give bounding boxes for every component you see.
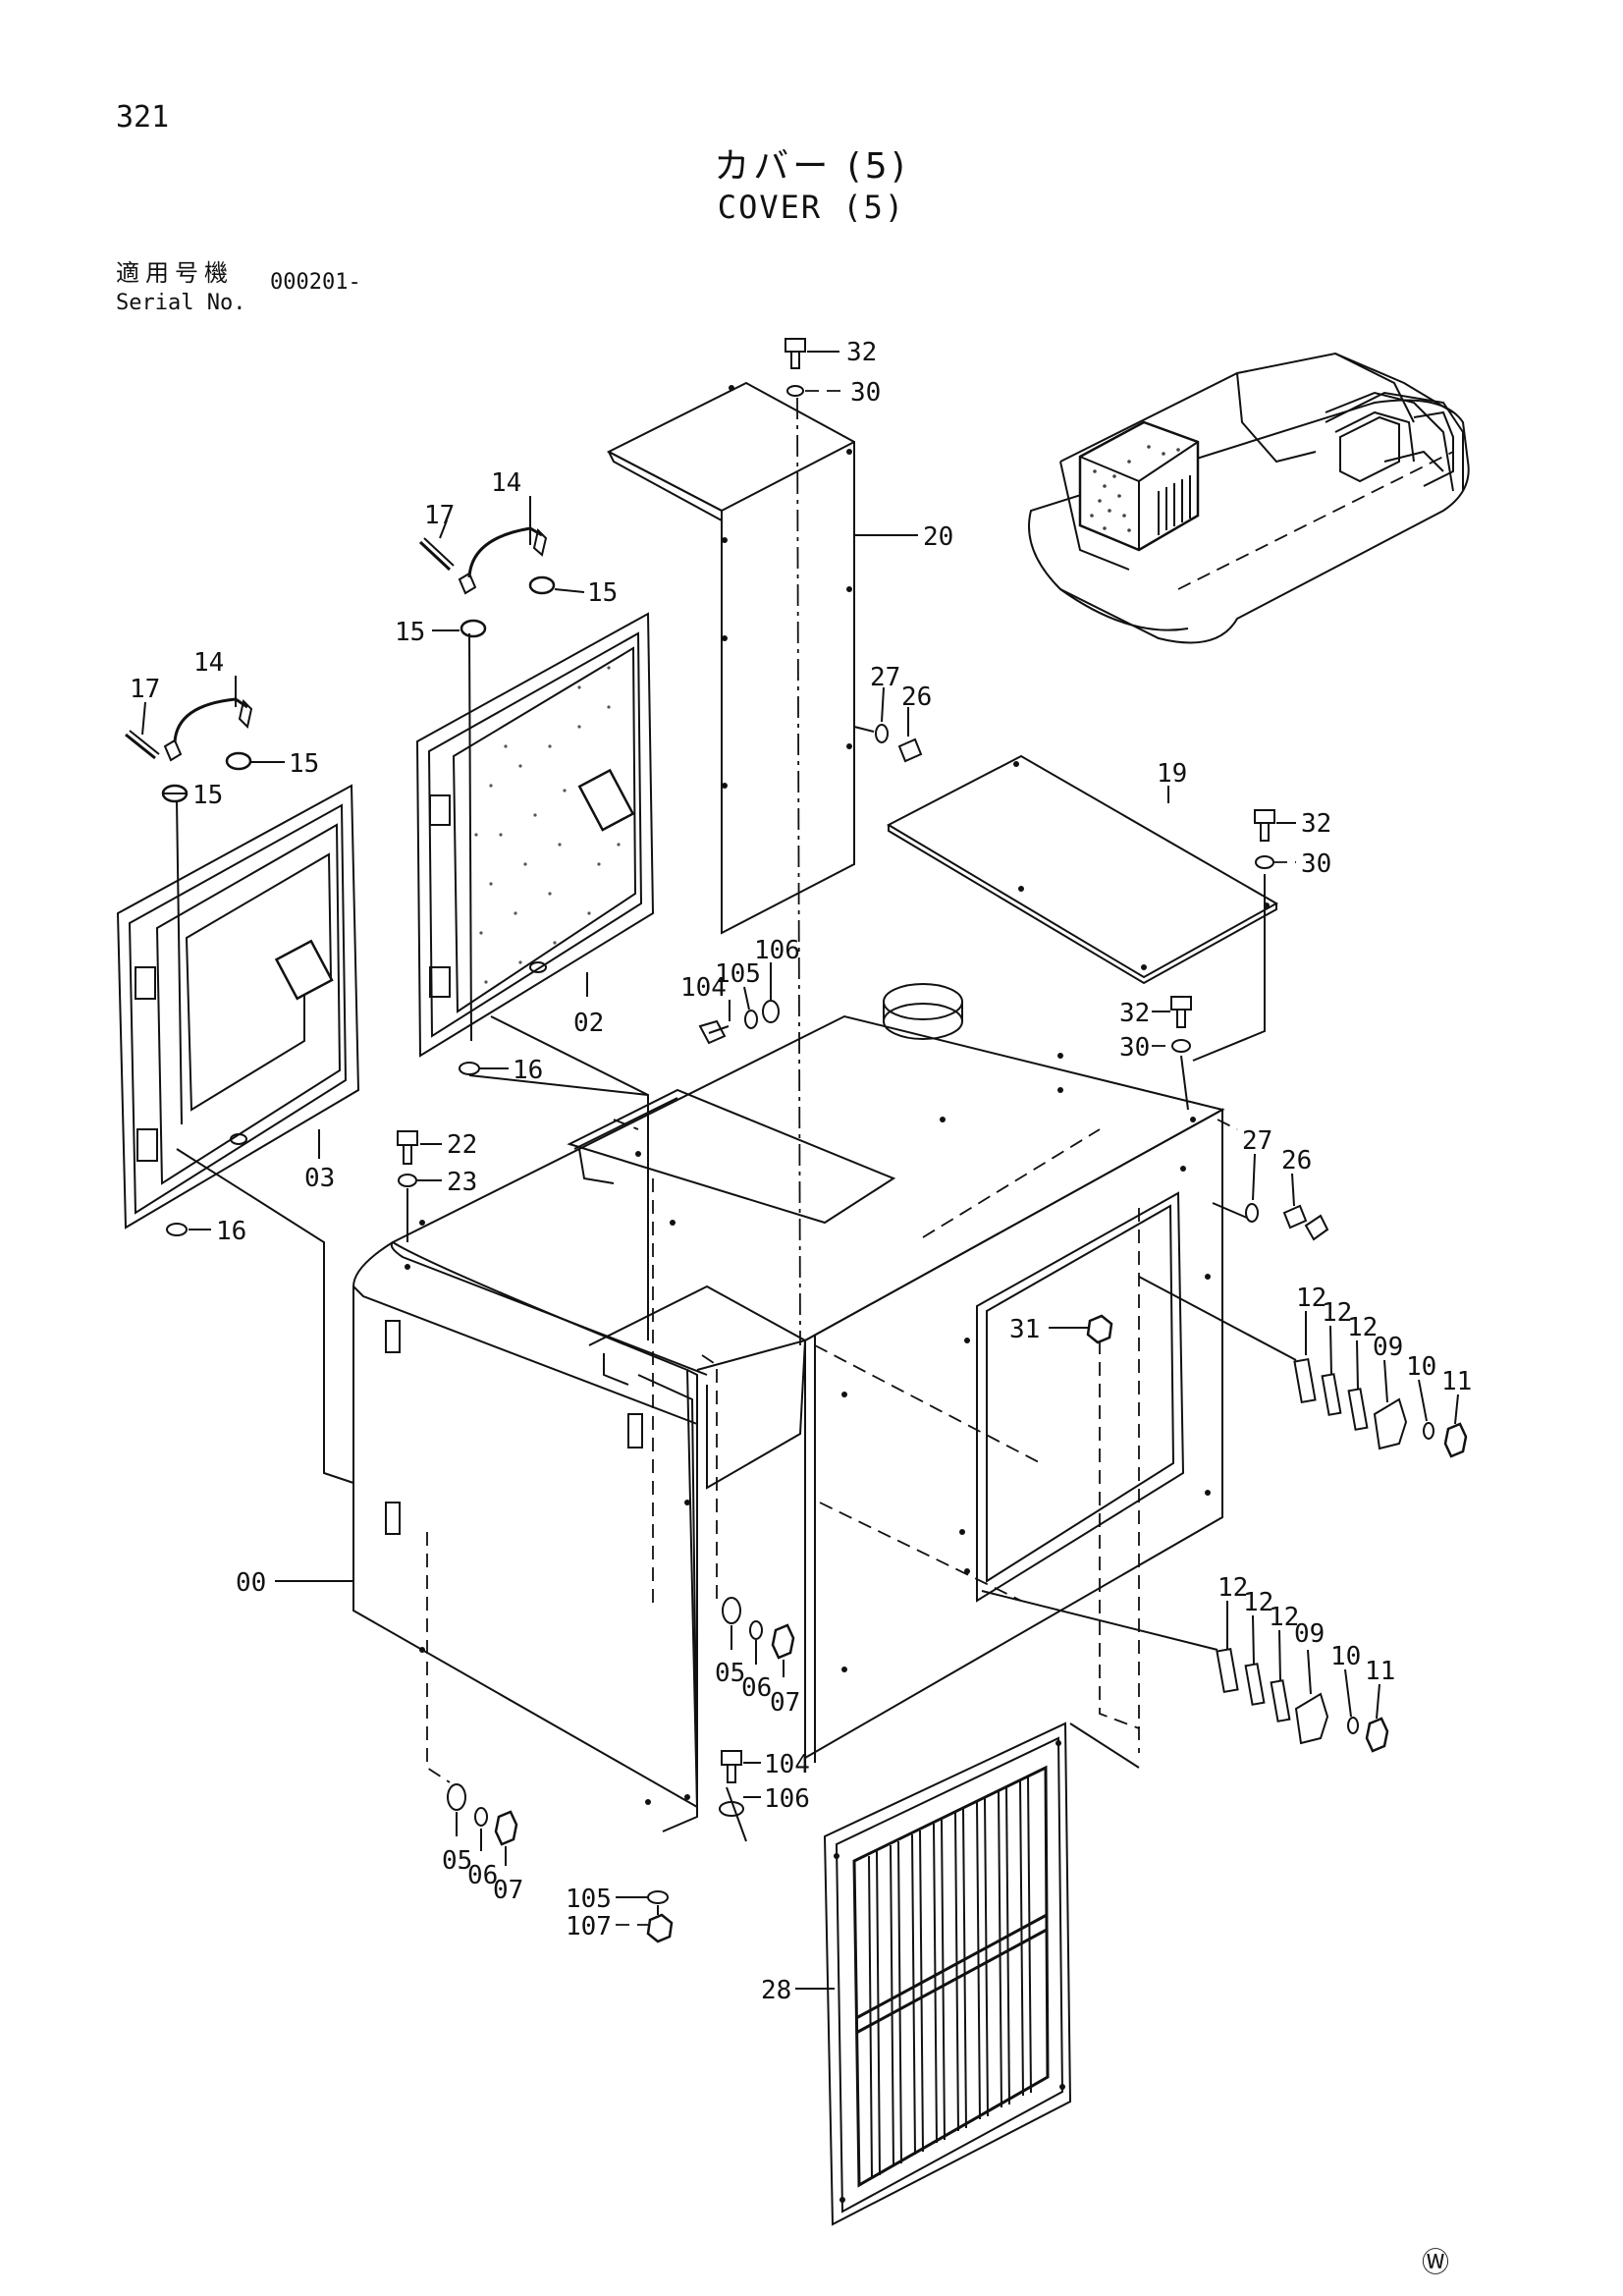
callout-28: 28 [761,1976,791,2005]
callout-09: 09 [1294,1619,1325,1649]
callout-23: 23 [447,1168,477,1197]
part-14-handles [163,526,548,762]
part-02-door [415,612,655,1058]
callout-12: 12 [1217,1573,1248,1603]
callout-32: 32 [846,338,877,367]
serial-label-english: Serial No. [116,291,246,315]
page-number: 321 [116,100,170,135]
callout-05: 05 [715,1659,745,1688]
serial-number-value: 000201- [270,270,361,295]
callout-17: 17 [424,501,455,530]
callout-14: 14 [491,468,521,498]
callout-104: 104 [680,973,727,1003]
callout-02: 02 [573,1009,604,1038]
part-17-pins [125,537,455,760]
callout-27: 27 [870,663,900,692]
cover-grille-pattern [1158,475,1191,535]
callout-22: 22 [447,1130,477,1160]
part-28-grille [823,1722,1072,2226]
callout-30: 30 [1301,849,1331,879]
callout-12: 12 [1243,1588,1273,1617]
callout-27: 27 [1242,1126,1272,1156]
callout-19: 19 [1157,759,1187,789]
callout-20: 20 [923,522,953,552]
serial-label-japanese: 適用号機 [116,259,234,287]
callout-107: 107 [566,1912,612,1941]
callout-105: 105 [715,959,761,989]
hardware-fasteners [161,338,1468,1943]
part-03-door [116,784,360,1230]
callout-32: 32 [1301,809,1331,839]
callout-30: 30 [1119,1033,1150,1063]
callout-12: 12 [1269,1603,1299,1632]
part-20-side-panel [606,381,855,935]
callout-30: 30 [850,378,881,408]
part-19-top-plate [886,754,1279,985]
assembly-guide-lines [176,397,1297,1915]
callout-15: 15 [192,781,223,810]
callout-03: 03 [304,1164,335,1193]
callout-10: 10 [1406,1352,1436,1382]
callout-16: 16 [513,1056,543,1085]
callout-26: 26 [1281,1146,1312,1175]
callout-32: 32 [1119,999,1150,1028]
callout-06: 06 [741,1673,772,1703]
callout-12: 12 [1296,1284,1326,1313]
callout-09: 09 [1373,1333,1403,1362]
callout-07: 07 [770,1688,800,1718]
callout-17: 17 [130,675,160,704]
callout-00: 00 [236,1568,266,1598]
callout-15: 15 [587,578,618,608]
callout-105: 105 [566,1885,612,1914]
callout-12: 12 [1347,1313,1378,1342]
footer-mark: Ⓦ [1422,2246,1450,2278]
callout-15: 15 [289,749,319,779]
callout-106: 106 [754,936,800,965]
title-japanese: カバー (5) [714,146,909,187]
callout-12: 12 [1322,1298,1352,1328]
callout-06: 06 [467,1861,498,1890]
leader-lines [141,351,1459,1990]
callout-10: 10 [1330,1642,1361,1671]
callout-106: 106 [764,1784,810,1814]
callout-05: 05 [442,1846,472,1876]
callout-14: 14 [193,648,224,678]
callout-labels: 32 30 20 14 17 15 15 14 17 15 15 27 26 1… [130,338,1472,2005]
callout-15: 15 [395,618,425,647]
callout-11: 11 [1365,1657,1395,1686]
callout-16: 16 [216,1217,246,1246]
callout-31: 31 [1009,1315,1040,1344]
callout-104: 104 [764,1750,810,1779]
callout-11: 11 [1441,1367,1472,1396]
callout-07: 07 [493,1876,523,1905]
callout-26: 26 [901,683,932,712]
part-00-main-housing [352,983,1225,1832]
excavator-location-illustration [1028,352,1470,644]
title-english: COVER (5) [717,189,906,226]
